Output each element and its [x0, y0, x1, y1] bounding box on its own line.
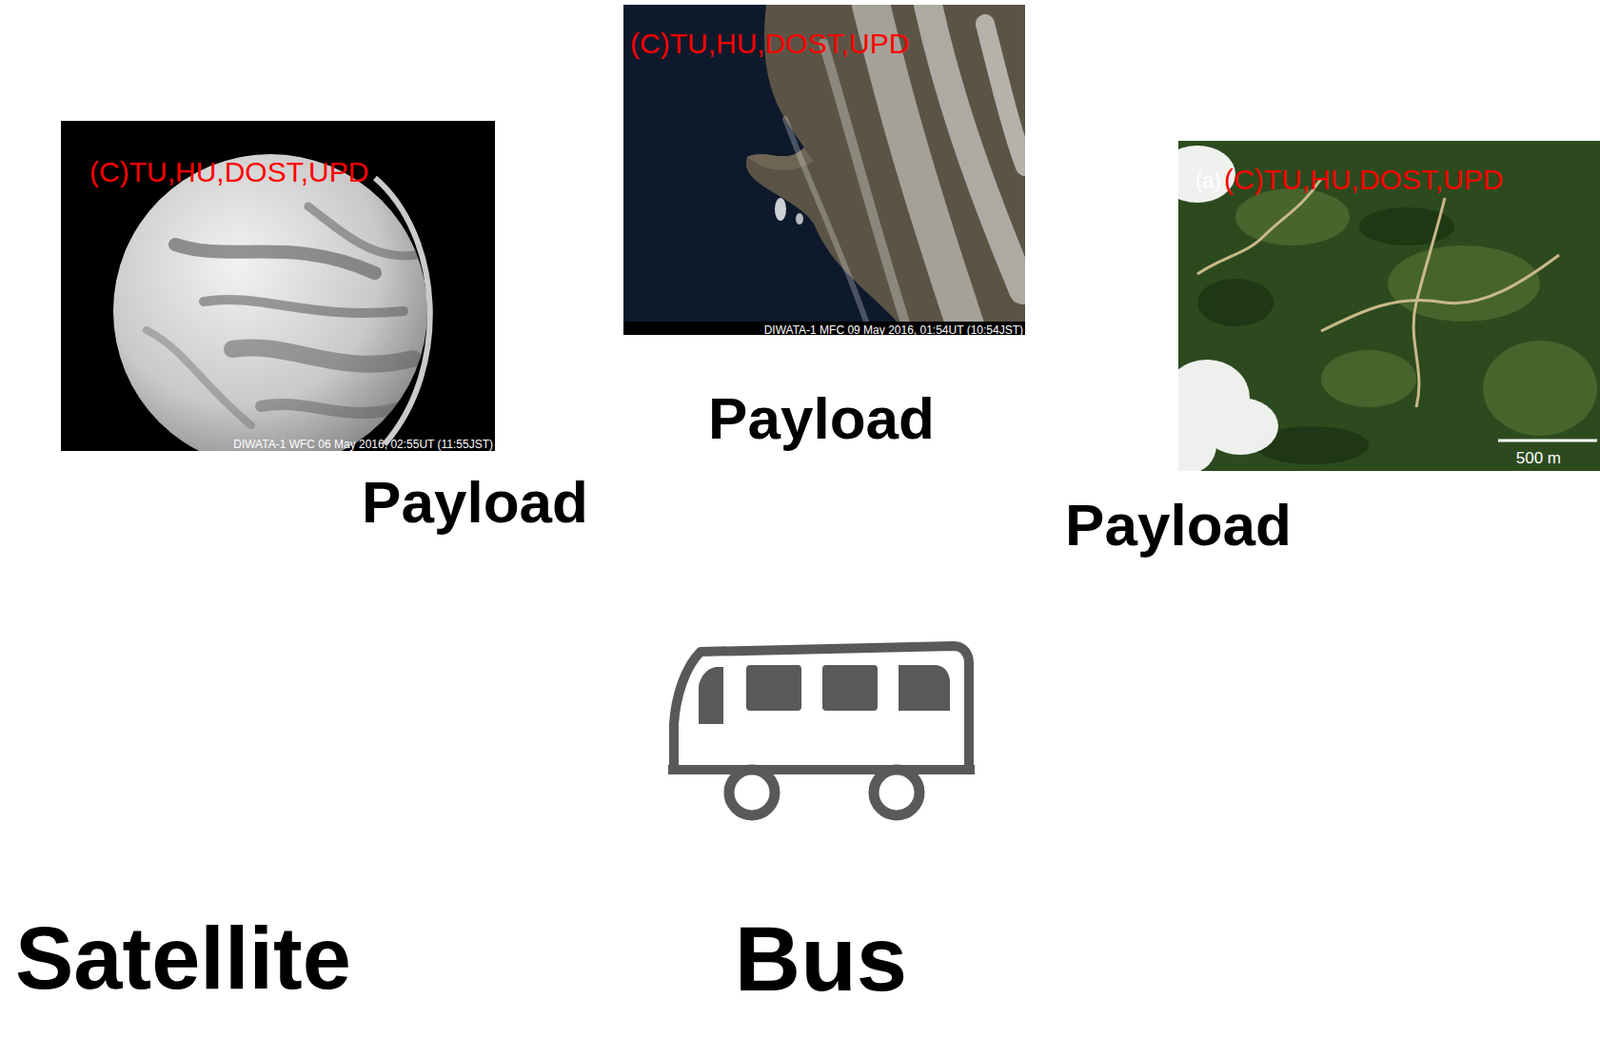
- panel-letter: (a): [1195, 169, 1222, 193]
- image-caption: DIWATA-1 MFC 09 May 2016, 01:54UT (10:54…: [764, 324, 1024, 337]
- label-holder: 500 m: [1516, 450, 1561, 469]
- label-holder: Satellite: [15, 910, 352, 1008]
- label-holder: DIWATA-1 WFC 06 May 2016, 02:55UT (11:55…: [233, 434, 494, 453]
- watermark: (C)TU,HU,DOST,UPD: [630, 27, 909, 60]
- satellite-label: Satellite: [15, 910, 352, 1008]
- label-holder: (C)TU,HU,DOST,UPD: [89, 156, 369, 188]
- label-holder: (C)TU,HU,DOST,UPD: [630, 27, 909, 60]
- label-holder: (a): [1195, 169, 1222, 193]
- text-holder: Payload: [652, 386, 990, 452]
- payload-circle: Payload: [1012, 395, 1344, 656]
- node-text: Payload: [708, 386, 935, 452]
- scale-label: 500 m: [1516, 450, 1561, 469]
- label-holder: DIWATA-1 MFC 09 May 2016, 01:54UT (10:54…: [764, 320, 1024, 338]
- text-holder: Bus: [308, 908, 1334, 1010]
- watermark: (C)TU,HU,DOST,UPD: [89, 156, 369, 188]
- watermark: (C)TU,HU,DOST,UPD: [1224, 163, 1503, 196]
- payload-circle: Payload: [306, 375, 644, 636]
- label-holder: (C)TU,HU,DOST,UPD: [1224, 163, 1503, 196]
- node-text: Payload: [361, 470, 589, 535]
- node-text: Payload: [1065, 493, 1292, 558]
- image-caption: DIWATA-1 WFC 06 May 2016, 02:55UT (11:55…: [233, 438, 494, 452]
- text-holder: Payload: [306, 470, 644, 535]
- text-holder: Payload: [1012, 493, 1344, 558]
- bus-icon: [668, 581, 975, 887]
- node-text: Bus: [734, 908, 908, 1010]
